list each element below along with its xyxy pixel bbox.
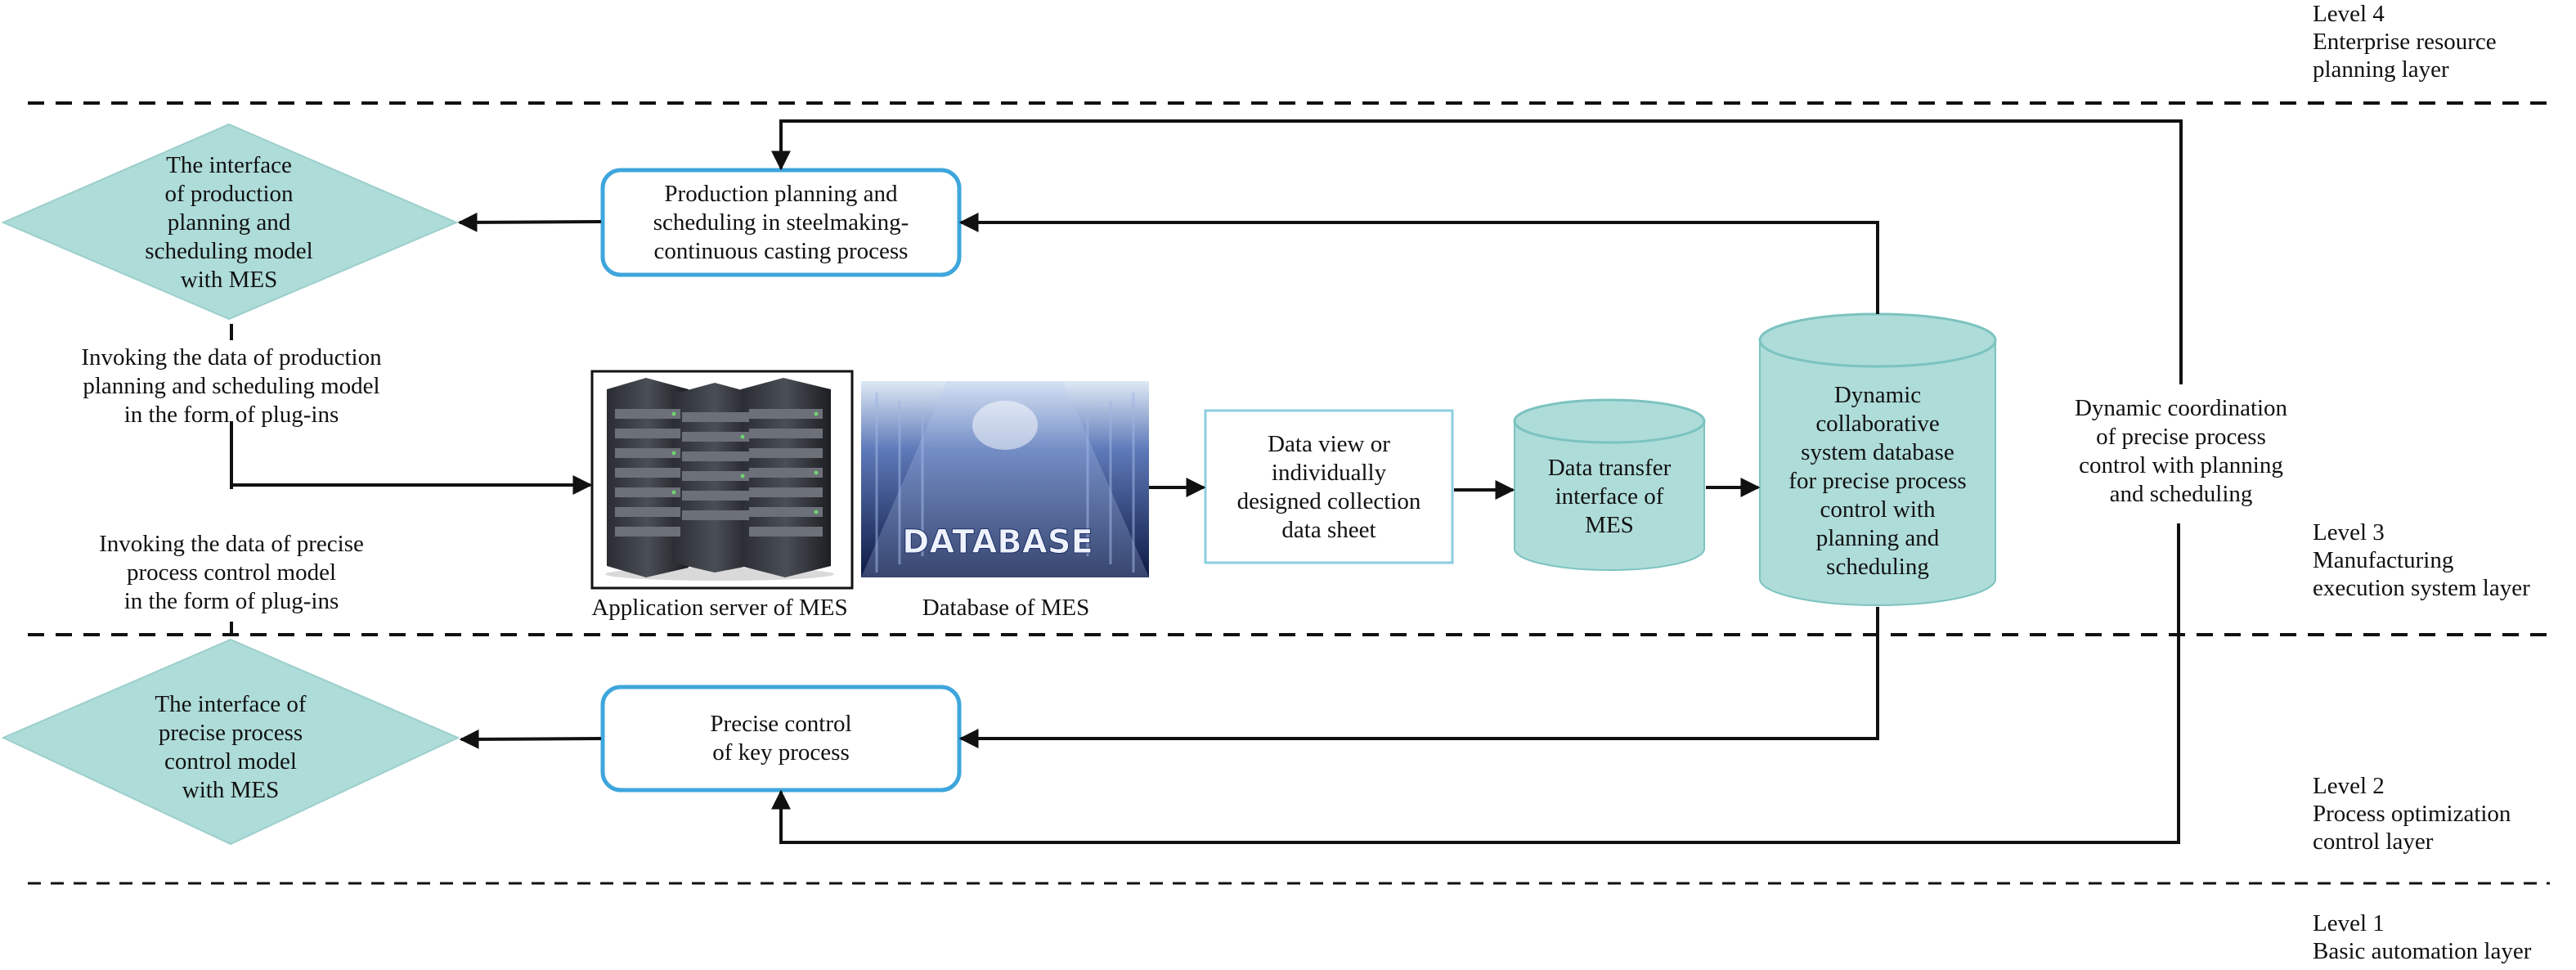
data-transfer-line: MES xyxy=(1585,512,1634,538)
coordination-line: and scheduling xyxy=(2109,481,2253,507)
level-desc: Manufacturing xyxy=(2313,547,2454,573)
pps-process-line: Production planning and xyxy=(664,181,898,207)
dynamic-db-line: for precise process xyxy=(1788,468,1967,494)
dynamic-db-line: system database xyxy=(1801,439,1954,465)
data-view-line: individually xyxy=(1271,460,1387,486)
ppc-interface-label: The interface of precise process control… xyxy=(108,690,353,805)
level-3-label: Level 3 Manufacturing execution system l… xyxy=(2313,519,2530,602)
pps-interface-diamond xyxy=(1,123,459,321)
application-server-image xyxy=(590,370,854,590)
dynamic-db-line: collaborative xyxy=(1815,411,1940,437)
pps-interface-line: The interface xyxy=(166,152,292,178)
data-transfer-label: Data transfer interface of MES xyxy=(1515,454,1704,540)
level-desc: Basic automation layer xyxy=(2313,938,2532,964)
key-process-line: Precise control xyxy=(710,711,852,737)
key-process-line: of key process xyxy=(712,739,850,766)
level-name: Level 3 xyxy=(2313,519,2385,546)
dynamic-db-line: scheduling xyxy=(1826,554,1929,580)
coordination-label: Dynamic coordination of precise process … xyxy=(2022,394,2340,509)
arrow-coordination-to-pps-process xyxy=(771,119,2183,384)
arrow-coordination-to-key-process xyxy=(771,523,2180,844)
level-desc: Process optimization xyxy=(2313,801,2511,827)
invoke-ppc-line: process control model xyxy=(126,559,337,586)
level-desc: Enterprise resource xyxy=(2313,29,2497,55)
database-image-label: DATABASE xyxy=(902,523,1093,561)
connectors xyxy=(230,119,2183,844)
invoke-pps-line: Invoking the data of production xyxy=(81,344,382,370)
ppc-interface-line: with MES xyxy=(182,777,280,803)
ppc-interface-line: control model xyxy=(164,748,297,775)
pps-interface-label: The interface of production planning and… xyxy=(106,151,352,294)
database-caption: Database of MES xyxy=(922,595,1090,621)
invoke-pps-line: in the form of plug-ins xyxy=(123,402,339,428)
coordination-line: control with planning xyxy=(2079,452,2283,478)
level-name: Level 1 xyxy=(2313,910,2385,936)
data-view-line: data sheet xyxy=(1281,517,1376,543)
key-process-label: Precise control of key process xyxy=(603,710,959,767)
level-name: Level 2 xyxy=(2313,773,2385,799)
level-name: Level 4 xyxy=(2313,1,2385,27)
coordination-line: of precise process xyxy=(2096,424,2266,450)
coordination-line: Dynamic coordination xyxy=(2074,395,2288,421)
arrow-dynamic-db-to-key-process xyxy=(958,607,1879,748)
pps-interface-line: of production xyxy=(164,181,294,207)
ppc-interface-line: precise process xyxy=(158,720,303,746)
level-2-label: Level 2 Process optimization control lay… xyxy=(2313,772,2511,855)
dynamic-db-line: planning and xyxy=(1815,525,1940,551)
data-view-label: Data view or individually designed colle… xyxy=(1205,430,1452,545)
pps-interface-line: with MES xyxy=(180,267,278,293)
dynamic-db-label: Dynamic collaborative system database fo… xyxy=(1760,381,1995,582)
dynamic-database-cylinder xyxy=(1758,312,1997,606)
pps-interface-line: planning and xyxy=(167,209,291,236)
level-desc: execution system layer xyxy=(2313,575,2530,601)
data-view-box xyxy=(1204,409,1454,564)
dynamic-db-line: control with xyxy=(1820,496,1936,523)
database-image: DATABASE xyxy=(861,381,1149,577)
data-transfer-cylinder xyxy=(1513,398,1706,571)
data-transfer-line: interface of xyxy=(1555,483,1664,510)
arrow-dynamic-db-to-pps-process xyxy=(958,213,1879,314)
invoke-ppc-label: Invoking the data of precise process con… xyxy=(35,530,428,616)
invoke-pps-line: planning and scheduling model xyxy=(83,373,380,399)
data-transfer-line: Data transfer xyxy=(1547,455,1672,481)
level-desc: control layer xyxy=(2313,829,2434,855)
level-desc: planning layer xyxy=(2313,56,2449,83)
dynamic-db-line: Dynamic xyxy=(1833,382,1922,408)
level-1-label: Level 1 Basic automation layer xyxy=(2313,909,2531,965)
pps-interface-line: scheduling model xyxy=(145,238,313,264)
data-view-line: Data view or xyxy=(1268,431,1390,457)
invoke-ppc-line: in the form of plug-ins xyxy=(123,588,339,614)
app-server-caption: Application server of MES xyxy=(591,595,848,621)
layer-separators xyxy=(28,101,2550,885)
invoke-pps-label: Invoking the data of production planning… xyxy=(35,344,428,429)
level-4-label: Level 4 Enterprise resource planning lay… xyxy=(2313,0,2497,83)
ppc-interface-line: The interface of xyxy=(155,691,307,717)
pps-process-line: scheduling in steelmaking- xyxy=(653,209,909,236)
pps-process-line: continuous casting process xyxy=(653,238,909,264)
data-view-line: designed collection xyxy=(1236,488,1421,514)
ppc-interface-diamond xyxy=(1,638,460,846)
pps-process-label: Production planning and scheduling in st… xyxy=(603,180,959,266)
invoke-ppc-line: Invoking the data of precise xyxy=(99,531,364,557)
